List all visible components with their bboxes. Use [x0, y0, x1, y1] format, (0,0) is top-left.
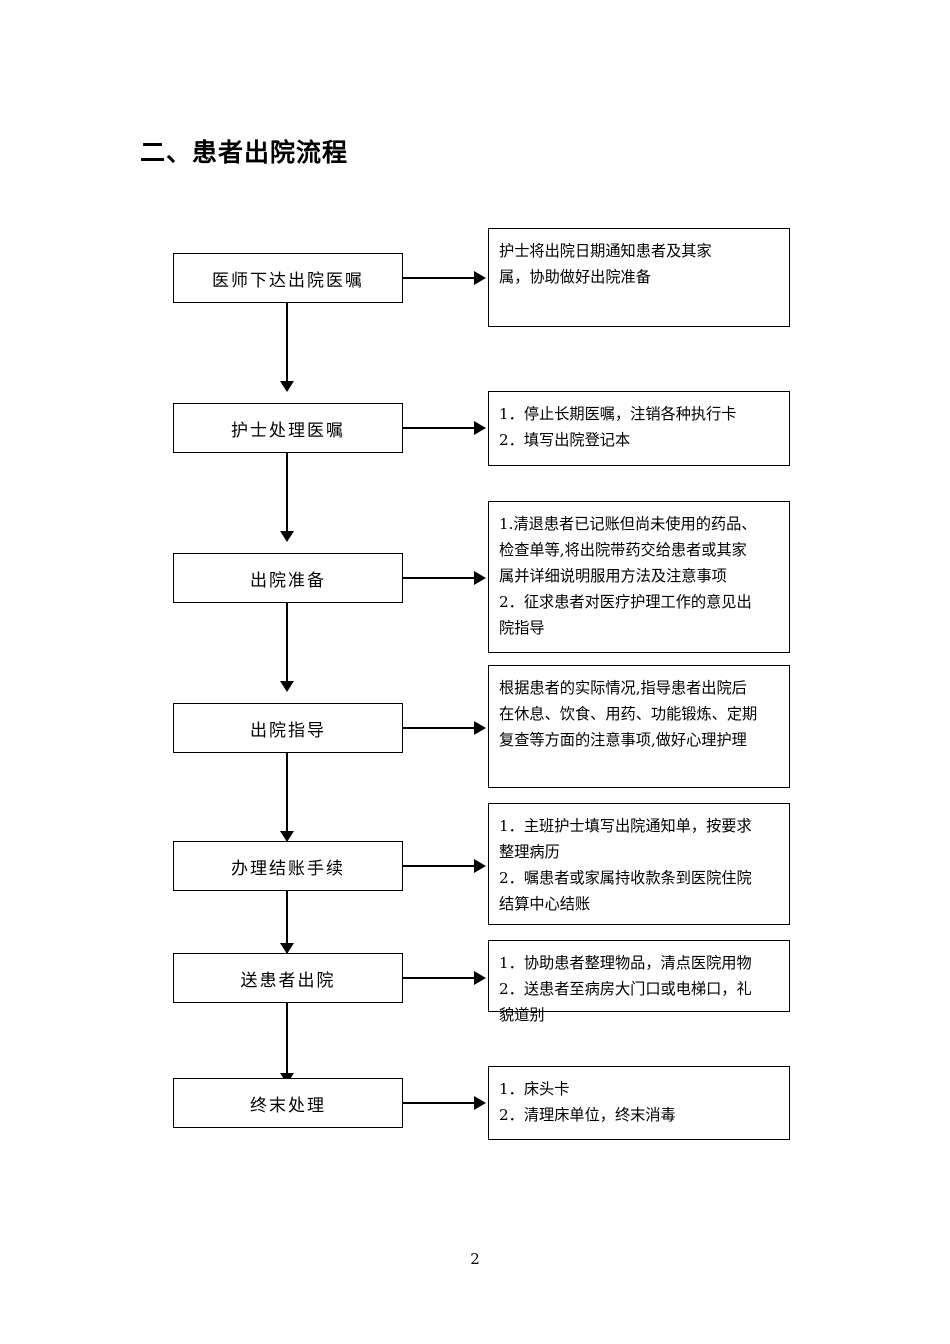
flow-step-label-3: 出院准备	[250, 570, 326, 591]
detail-line: 结算中心结账	[499, 895, 591, 913]
connector-h-arrow-2	[474, 421, 486, 435]
detail-line: 属，协助做好出院准备	[499, 268, 651, 286]
flow-detail-box-7: 1．床头卡 2．清理床单位，终末消毒	[488, 1066, 790, 1140]
flow-step-label-2: 护士处理医嘱	[231, 420, 345, 441]
flow-detail-box-6: 1．协助患者整理物品，清点医院用物 2．送患者至病房大门口或电梯口，礼 貌道别	[488, 940, 790, 1024]
detail-line: 检查单等,将出院带药交给患者或其家	[499, 541, 747, 559]
page-title: 二、患者出院流程	[140, 138, 349, 167]
connector-v-arrow-5	[280, 943, 294, 954]
connector-h-arrow-6	[474, 971, 486, 985]
flow-step-label-4: 出院指导	[250, 720, 326, 741]
detail-line: 1．床头卡	[499, 1080, 570, 1098]
connector-v-arrow-4	[280, 831, 294, 842]
connector-h-6	[403, 977, 474, 980]
detail-line: 院指导	[499, 619, 545, 637]
detail-line: 1．主班护士填写出院通知单，按要求	[499, 817, 752, 835]
flow-step-box-6[interactable]: 送患者出院	[173, 953, 403, 1003]
detail-line: 2．送患者至病房大门口或电梯口，礼	[499, 980, 752, 998]
connector-h-4	[403, 727, 474, 730]
connector-v-arrow-3	[280, 681, 294, 692]
detail-line: 2．嘱患者或家属持收款条到医院住院	[499, 869, 752, 887]
detail-line: 2．清理床单位，终末消毒	[499, 1106, 676, 1124]
flow-step-box-2[interactable]: 护士处理医嘱	[173, 403, 403, 453]
connector-h-arrow-1	[474, 271, 486, 285]
detail-line: 貌道别	[499, 1006, 545, 1024]
flow-step-box-1[interactable]: 医师下达出院医嘱	[173, 253, 403, 303]
connector-v-6	[286, 1003, 289, 1073]
connector-h-arrow-4	[474, 721, 486, 735]
flow-step-box-7[interactable]: 终末处理	[173, 1078, 403, 1128]
flow-detail-box-2: 1．停止长期医嘱，注销各种执行卡 2．填写出院登记本	[488, 391, 790, 466]
flow-step-box-3[interactable]: 出院准备	[173, 553, 403, 603]
flow-step-label-7: 终末处理	[250, 1095, 326, 1116]
detail-line: 2．征求患者对医疗护理工作的意见出	[499, 593, 752, 611]
detail-line: 1.清退患者已记账但尚未使用的药品、	[499, 515, 757, 533]
detail-line: 在休息、饮食、用药、功能锻炼、定期	[499, 705, 758, 723]
connector-v-arrow-1	[280, 381, 294, 392]
connector-v-arrow-2	[280, 531, 294, 542]
connector-v-4	[286, 753, 289, 831]
connector-v-2	[286, 453, 289, 531]
page-number: 2	[470, 1250, 480, 1268]
connector-h-arrow-5	[474, 859, 486, 873]
connector-h-arrow-3	[474, 571, 486, 585]
connector-v-1	[286, 303, 289, 381]
flow-detail-box-4: 根据患者的实际情况,指导患者出院后 在休息、饮食、用药、功能锻炼、定期 复查等方…	[488, 665, 790, 788]
flow-detail-box-5: 1．主班护士填写出院通知单，按要求 整理病历 2．嘱患者或家属持收款条到医院住院…	[488, 803, 790, 925]
connector-v-3	[286, 603, 289, 681]
detail-line: 整理病历	[499, 843, 560, 861]
flow-detail-box-1: 护士将出院日期通知患者及其家 属，协助做好出院准备	[488, 228, 790, 327]
connector-h-5	[403, 865, 474, 868]
connector-h-1	[403, 277, 474, 280]
flow-step-label-1: 医师下达出院医嘱	[212, 270, 364, 291]
detail-line: 根据患者的实际情况,指导患者出院后	[499, 679, 747, 697]
flow-step-label-5: 办理结账手续	[231, 858, 345, 879]
connector-h-2	[403, 427, 474, 430]
detail-line: 复查等方面的注意事项,做好心理护理	[499, 731, 747, 749]
flow-step-box-4[interactable]: 出院指导	[173, 703, 403, 753]
connector-h-7	[403, 1102, 474, 1105]
detail-line: 1．协助患者整理物品，清点医院用物	[499, 954, 752, 972]
detail-line: 属并详细说明服用方法及注意事项	[499, 567, 727, 585]
connector-h-3	[403, 577, 474, 580]
detail-line: 护士将出院日期通知患者及其家	[499, 242, 712, 260]
connector-v-5	[286, 891, 289, 953]
connector-h-arrow-7	[474, 1096, 486, 1110]
flow-step-box-5[interactable]: 办理结账手续	[173, 841, 403, 891]
detail-line: 2．填写出院登记本	[499, 431, 631, 449]
detail-line: 1．停止长期医嘱，注销各种执行卡	[499, 405, 737, 423]
flow-detail-box-3: 1.清退患者已记账但尚未使用的药品、 检查单等,将出院带药交给患者或其家 属并详…	[488, 501, 790, 653]
flow-step-label-6: 送患者出院	[240, 970, 336, 991]
